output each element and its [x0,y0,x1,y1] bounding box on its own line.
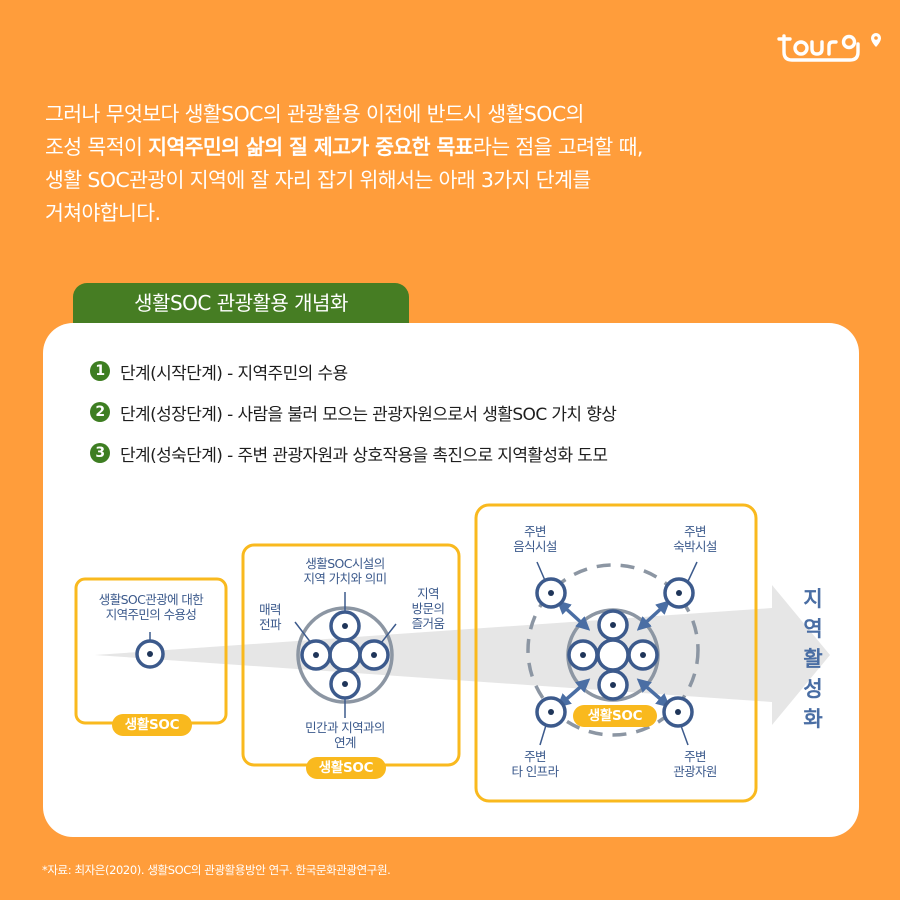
stage2-right-label: 지역 방문의 즐거움 [411,586,445,631]
step-text: 단계(성숙단계) - 주변 관광자원과 상호작용을 촉진으로 지역활성화 도모 [120,445,608,466]
intro-emphasis: 지역주민의 삶의 질 제고가 중요한 목표 [148,135,473,159]
stage2-pill: 생활SOC [306,757,386,779]
stage3-infra-label: 주변 타 인프라 [511,749,560,779]
stage2-top-label: 생활SOC시설의 지역 가치와 의미 [303,556,387,586]
stage2-left-label: 매력 전파 [259,602,281,632]
stage1-pill: 생활SOC [112,714,192,736]
section-banner: 생활SOC 관광활용 개념화 [73,283,409,325]
step-number-badge: 2 [90,402,110,422]
stage3-lodging-label: 주변 숙박시설 [673,524,717,554]
intro-paragraph: 그러나 무엇보다 생활SOC의 관광활용 이전에 반드시 생활SOC의 조성 목… [45,98,845,230]
step-text: 단계(시작단계) - 지역주민의 수용 [120,363,348,384]
intro-line-1: 그러나 무엇보다 생활SOC의 관광활용 이전에 반드시 생활SOC의 [45,102,584,126]
stage1-label: 생활SOC관광에 대한 지역주민의 수용성 [98,592,204,622]
step-item-3: 3 단계(성숙단계) - 주변 관광자원과 상호작용을 촉진으로 지역활성화 도… [90,441,616,466]
stage3-tourism-label: 주변 관광자원 [673,749,717,779]
stage3-pill: 생활SOC [573,705,657,727]
tour9-logo [777,33,881,62]
intro-line-3: 생활 SOC관광이 지역에 잘 자리 잡기 위해서는 아래 3가지 단계를 [45,168,591,192]
step-item-2: 2 단계(성장단계) - 사람을 불러 모으는 관광자원으로서 생활SOC 가치… [90,400,617,425]
step-item-1: 1 단계(시작단계) - 지역주민의 수용 [90,359,616,384]
steps-list: 1 단계(시작단계) - 지역주민의 수용 2 단계(성장단계) - 사람을 불… [90,359,617,482]
step-number-badge: 3 [90,443,110,463]
source-footnote: *자료: 최자은(2020). 생활SOC의 관광활용방안 연구. 한국문화관광… [42,863,391,877]
stage2-bottom-label: 민간과 지역과의 연계 [305,720,385,750]
stage3-food-label: 주변 음식시설 [513,524,557,554]
intro-line-2: 조성 목적이 지역주민의 삶의 질 제고가 중요한 목표라는 점을 고려할 때, [45,135,643,159]
step-number-badge: 1 [90,361,110,381]
intro-line-4: 거쳐야합니다. [45,201,161,225]
step-text: 단계(성장단계) - 사람을 불러 모으는 관광자원으로서 생활SOC 가치 향… [120,404,617,425]
regional-revitalization-label: 지 역 활 성 화 [803,587,823,731]
